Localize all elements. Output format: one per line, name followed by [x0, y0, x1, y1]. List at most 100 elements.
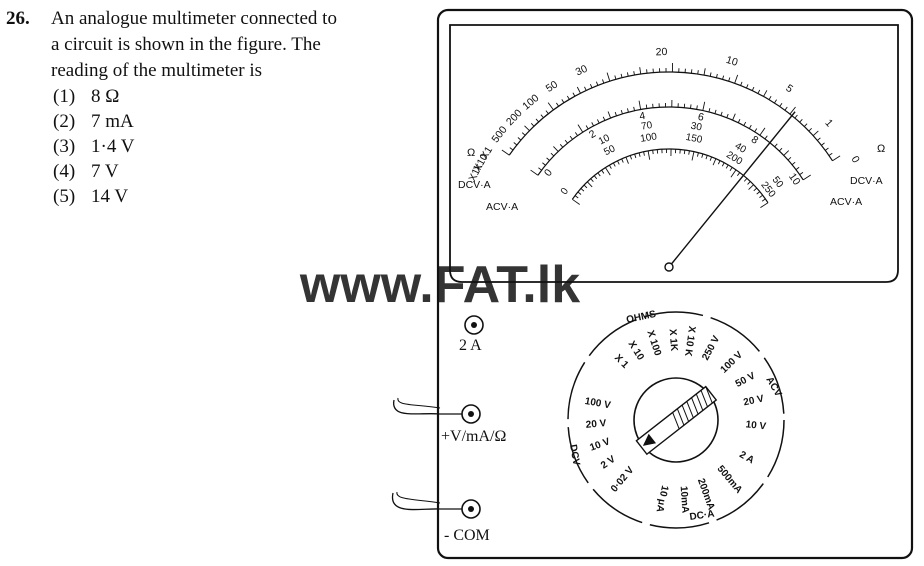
dial-acv-range[interactable]: 20 V — [743, 393, 766, 408]
acv-scale-tick — [721, 162, 725, 167]
meter-needle — [668, 111, 796, 268]
dial-dcv-range[interactable]: 10 V — [588, 436, 611, 453]
terminal-com[interactable]: - COM — [444, 499, 490, 544]
test-lead-positive[interactable] — [393, 399, 462, 415]
terminal-com-label: - COM — [444, 527, 490, 544]
dial-dcv-range[interactable]: 100 V — [584, 396, 612, 411]
option-3[interactable]: (3)1·4 V — [53, 136, 134, 158]
ohm-scale-arc — [508, 71, 834, 162]
acv-scale-tick — [621, 158, 624, 163]
acv-scale-tick — [753, 187, 758, 192]
option-2[interactable]: (2)7 mA — [53, 111, 134, 133]
dial-acv-range[interactable]: 10 V — [745, 419, 767, 432]
dial-ohm-range[interactable]: X 1K — [667, 329, 680, 353]
dcv-scale-tick — [737, 118, 741, 123]
ohm-scale-tick — [715, 73, 718, 78]
dial-pointer-hatch — [672, 386, 713, 430]
option-4[interactable]: (4)7 V — [53, 161, 119, 183]
dial-dcv-range[interactable]: 20 V — [585, 418, 607, 431]
test-lead-com[interactable] — [391, 492, 462, 511]
acv-scale-tag-left: ACV·A — [486, 201, 518, 213]
dial-dca-range[interactable]: 200mA — [695, 477, 717, 512]
ohm-scale-tick — [576, 86, 581, 94]
acv-scale-tick — [580, 188, 585, 192]
option-1[interactable]: (1)8 Ω — [53, 86, 119, 108]
acv-scale-tick — [574, 195, 579, 199]
ohm-scale-tick — [517, 137, 522, 141]
ohm-scale-tick — [547, 102, 554, 111]
dial-dca-range[interactable]: 2 A — [737, 449, 756, 466]
ohm-scale-tick — [614, 75, 617, 80]
dcv-scale-tick — [577, 124, 584, 133]
dcv-scale-tick — [620, 109, 623, 115]
ohm-scale-tag-right: Ω — [877, 143, 885, 155]
acv-scale-tick — [683, 150, 686, 155]
dcv-scale-tick — [585, 125, 589, 130]
terminal-2a[interactable]: 2 A — [459, 315, 484, 354]
dcv-scale-tick — [726, 113, 729, 118]
dial-dcv-range[interactable]: 0·02 V — [609, 465, 637, 495]
dial-ohm-range[interactable]: X 10 — [626, 339, 646, 363]
dial-dcv-range[interactable]: 2 V — [599, 454, 618, 472]
dcv-scale-tick — [645, 104, 648, 109]
ohm-scale-tick — [540, 114, 544, 119]
acv-scale-tick — [652, 150, 654, 155]
ohm-scale-tick — [794, 114, 798, 119]
option-5[interactable]: (5)14 V — [53, 186, 128, 208]
ohm-scale-label: 200 — [504, 107, 525, 128]
dial-section-dca: DC·A — [689, 509, 715, 523]
ohm-scale-tick — [524, 125, 530, 132]
meter-body — [436, 8, 914, 560]
dcv-scale-tick — [748, 124, 752, 129]
acv-scale-tick — [747, 181, 751, 185]
dcv-scale-tick — [778, 147, 783, 152]
dial-dca-range[interactable]: 10mA — [678, 486, 691, 514]
dcv-scale-tick — [732, 113, 736, 121]
option-text: 8 Ω — [91, 86, 120, 107]
acv-scale-tick — [605, 167, 611, 176]
acv-scale-tick — [760, 202, 769, 209]
dial-acv-range[interactable]: 50 V — [734, 370, 758, 390]
terminal-v-ma-ohm[interactable]: +V/mA/Ω — [441, 404, 506, 445]
dial-pointer[interactable] — [635, 385, 718, 456]
dial-dca-range[interactable]: 500mA — [715, 464, 745, 496]
acv-scale-tick — [612, 162, 616, 167]
dcv-scale-tick — [550, 152, 555, 157]
dial-ohm-range[interactable]: X 100 — [644, 329, 663, 358]
ohm-scale-tick — [709, 72, 712, 77]
dial-outer-ring — [567, 311, 785, 529]
dial-ohm-range[interactable]: X 1 — [612, 352, 631, 371]
acv-scale-tick — [577, 191, 582, 195]
ohm-scale-tick — [513, 142, 518, 146]
ohm-scale-tick — [812, 130, 819, 137]
acv-scale-tick — [625, 156, 629, 164]
ohm-scale-tick — [566, 95, 570, 100]
dcv-scale-tag-right: DCV·A — [850, 175, 883, 187]
ohm-scale-tick — [763, 90, 768, 97]
dcv-scale-label: 2 — [587, 128, 598, 141]
dial-dca-range[interactable]: 10 μA — [654, 484, 670, 513]
ohm-scale-tick — [697, 70, 699, 75]
ohm-scale-tick — [821, 142, 825, 146]
ohm-scale-tick — [602, 79, 605, 84]
dial-acv-range[interactable]: 250 V — [700, 334, 722, 363]
dcv-scale-tag-left: DCV·A — [458, 179, 491, 191]
dcv-scale-tick — [633, 106, 635, 111]
dcv-scale-tick — [597, 119, 600, 124]
ohm-scale-tick — [589, 84, 593, 89]
acv-scale-tick — [597, 172, 601, 177]
dcv-scale-label: 0 — [542, 167, 555, 179]
dcv-scale-tick — [538, 167, 542, 171]
acv-scale-label: 150 — [685, 132, 704, 146]
dial-acv-range[interactable]: 100 V — [719, 349, 746, 375]
ohm-scale-tick — [789, 106, 796, 115]
ohm-scale-tick — [509, 147, 514, 151]
ohm-scale-label: 20 — [655, 46, 667, 58]
dial-ohm-range[interactable]: X 10 K — [682, 325, 697, 358]
ohm-scale-tick — [595, 81, 599, 86]
dcv-scale-tick — [783, 150, 790, 156]
ohm-scale-tick — [832, 155, 841, 162]
